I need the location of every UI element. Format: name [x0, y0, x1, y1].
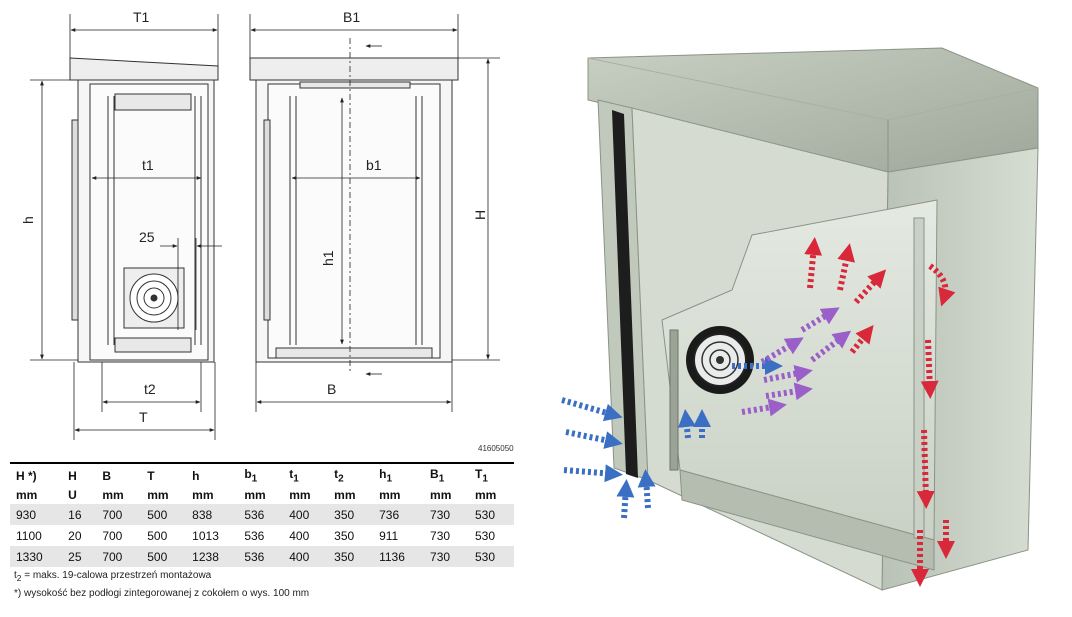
table-row: 930 16 700 500 838 536 400 350 736 730 5… [10, 504, 514, 526]
table-cell: 700 [96, 504, 142, 526]
unit-header: mm [430, 487, 452, 502]
unit-header: mm [334, 487, 356, 502]
dim-T1-label: T1 [133, 9, 150, 25]
unit-header: mm [16, 487, 38, 502]
table-cell: 20 [62, 525, 97, 547]
table-cell: 700 [96, 546, 142, 568]
dim-t1-label: t1 [142, 157, 154, 173]
table-cell: 530 [468, 546, 514, 568]
dim-h-label: h [20, 216, 36, 224]
table-unit-row: mm U mm mm mm mm mm mm mm mm mm [10, 485, 514, 504]
table-cell: 1238 [186, 546, 239, 568]
footnotes: t2 = maks. 19-calowa przestrzeń montażow… [14, 568, 309, 601]
table-cell: 1136 [373, 546, 425, 568]
col-header: h1 [373, 461, 425, 486]
unit-header: mm [147, 487, 169, 502]
table-cell: 930 [10, 504, 63, 526]
dim-25-label: 25 [139, 229, 155, 245]
col-header: T1 [468, 461, 514, 486]
dim-H-label: H [472, 209, 488, 220]
unit-header: mm [289, 487, 311, 502]
front-view [249, 57, 459, 363]
dim-B1-label: B1 [343, 9, 361, 25]
table-cell: 838 [186, 504, 239, 526]
table-cell: 730 [424, 546, 469, 568]
table-cell: 400 [283, 525, 329, 547]
table-header-row: H *) H B T h b1 t1 t2 h1 B1 T1 [10, 461, 514, 486]
table-cell: 530 [468, 504, 514, 526]
table-cell: 350 [328, 546, 374, 568]
table-cell: 16 [62, 504, 97, 526]
col-header: T [141, 461, 187, 486]
table-cell: 730 [424, 504, 469, 526]
table-cell: 736 [373, 504, 425, 526]
fan-icon [686, 326, 754, 394]
table-cell: 536 [238, 546, 284, 568]
unit-header: mm [192, 487, 214, 502]
col-header: B [96, 461, 142, 486]
dim-t2-label: t2 [144, 381, 156, 397]
spec-table: H *) H B T h b1 t1 t2 h1 B1 T1 mm U mm m… [10, 461, 514, 568]
col-header: b1 [238, 461, 284, 486]
technical-drawing [30, 14, 500, 440]
col-header: t1 [283, 461, 329, 486]
table-cell: 530 [468, 525, 514, 547]
table-cell: 350 [328, 504, 374, 526]
col-header: B1 [424, 461, 469, 486]
table-cell: 500 [141, 546, 187, 568]
drawing-code: 41605050 [478, 444, 514, 453]
table-cell: 500 [141, 525, 187, 547]
unit-header: mm [244, 487, 266, 502]
dim-T-label: T [139, 409, 148, 425]
table-row: 1100 20 700 500 1013 536 400 350 911 730… [10, 525, 514, 547]
dim-h1-label: h1 [320, 250, 336, 266]
table-cell: 911 [373, 525, 425, 547]
dim-b1-label: b1 [366, 157, 382, 173]
table-cell: 1100 [10, 525, 63, 547]
dim-B-label: B [327, 381, 337, 397]
table-cell: 350 [328, 525, 374, 547]
table-cell: 500 [141, 504, 187, 526]
footnote-height: *) wysokość bez podłogi zintegorowanej z… [14, 588, 310, 599]
unit-header: mm [474, 487, 497, 502]
table-cell: 536 [238, 525, 284, 547]
table-cell: 730 [424, 525, 469, 547]
table-cell: 1330 [10, 546, 63, 568]
table-cell: 25 [62, 546, 97, 568]
table-cell: 536 [238, 504, 284, 526]
table-cell: 700 [96, 525, 142, 547]
intake-airflow-arrows [561, 357, 783, 519]
table-cell: 1013 [186, 525, 239, 547]
table-cell: 400 [283, 546, 329, 568]
unit-header: mm [379, 487, 401, 502]
unit-header: U [68, 487, 77, 502]
mid-airflow-arrows [741, 307, 852, 417]
col-header: t2 [328, 461, 374, 486]
table-row: 1330 25 700 500 1238 536 400 350 1136 73… [10, 546, 514, 568]
col-header: h [186, 461, 239, 486]
side-view [69, 57, 219, 363]
col-header: H *) [10, 461, 63, 486]
cabinet-airflow-illustration [561, 47, 1039, 591]
unit-header: mm [102, 487, 124, 502]
table-cell: 400 [283, 504, 329, 526]
hot-airflow-arrows [804, 237, 956, 587]
footnote-t2: t2 = maks. 19-calowa przestrzeń montażow… [14, 570, 212, 583]
col-header: H [62, 461, 97, 486]
